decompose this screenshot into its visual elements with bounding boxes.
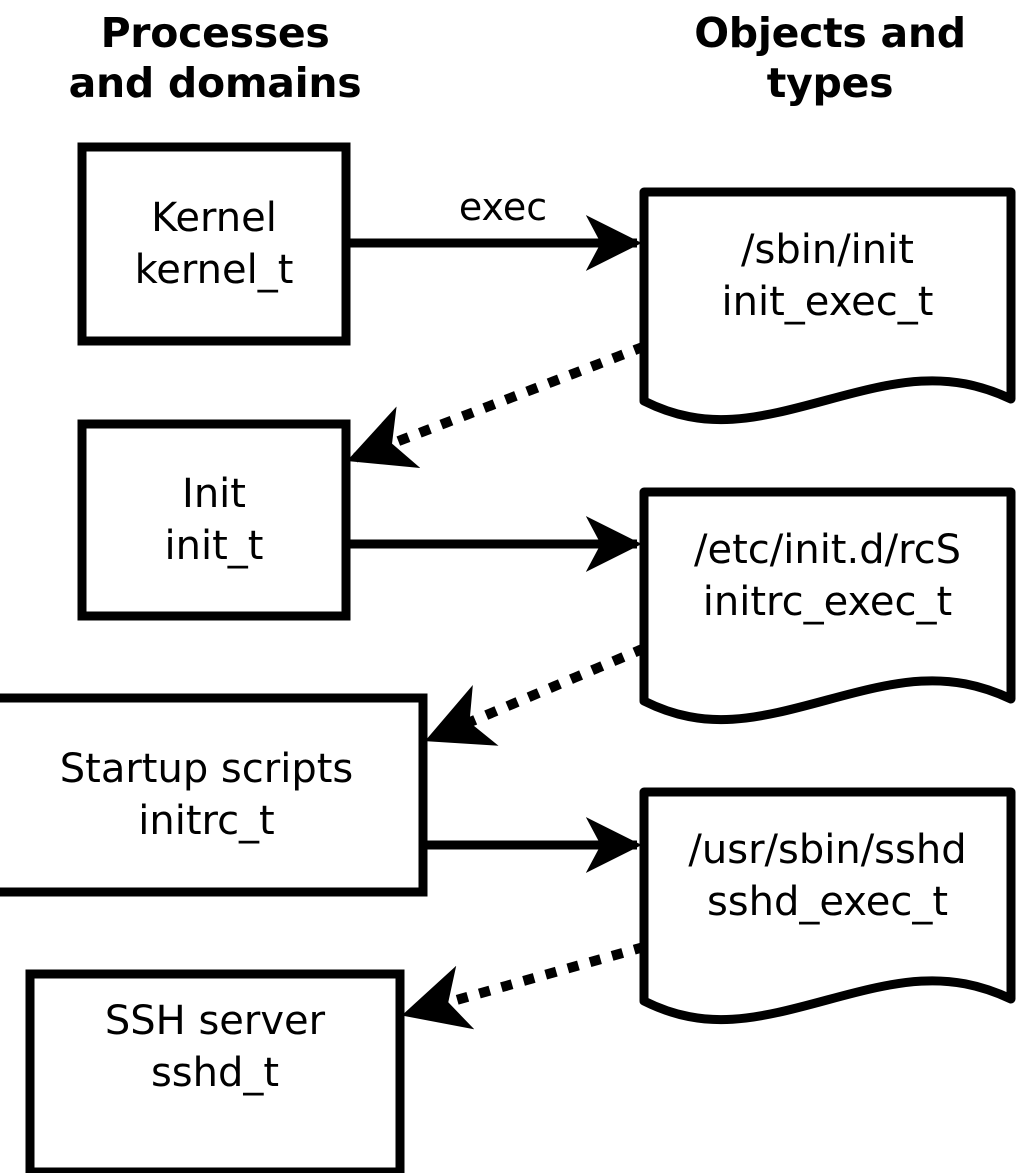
process-box-init[interactable] (77, 419, 351, 621)
process-title-kernel: Kernel (151, 195, 277, 241)
process-label-init: Init init_t (86, 428, 342, 612)
object-doc-initrc-exec[interactable] (639, 487, 1016, 725)
object-doc-sshd-exec[interactable] (639, 787, 1016, 1025)
process-title-initrc: Startup scripts (59, 746, 354, 792)
process-box-initrc[interactable] (0, 693, 428, 897)
object-path-initrc-exec: /etc/init.d/rcS (693, 527, 962, 573)
process-title-sshd: SSH server (104, 998, 326, 1044)
process-type-initrc: initrc_t (138, 798, 275, 844)
column-header-processes: Processes and domains (68, 9, 362, 107)
object-type-init-exec: init_exec_t (721, 279, 934, 325)
object-label-sshd-exec: /usr/sbin/sshd sshd_exec_t (648, 796, 1007, 956)
object-label-initrc-exec: /etc/init.d/rcS initrc_exec_t (648, 496, 1007, 656)
process-type-sshd: sshd_t (150, 1050, 280, 1096)
process-title-init: Init (182, 471, 246, 517)
object-label-init-exec: /sbin/init init_exec_t (648, 196, 1007, 356)
edge-init-exec-to-init (345, 341, 647, 469)
object-type-initrc-exec: initrc_exec_t (702, 579, 953, 625)
process-label-sshd: SSH server sshd_t (34, 978, 396, 1116)
object-path-sshd-exec: /usr/sbin/sshd (688, 827, 967, 873)
column-header-objects: Objects and types (694, 9, 966, 107)
process-label-kernel: Kernel kernel_t (86, 151, 342, 337)
edge-initrc-exec-to-initrc (423, 643, 647, 746)
process-box-sshd[interactable] (25, 969, 405, 1173)
object-type-sshd-exec: sshd_exec_t (706, 879, 949, 925)
object-path-init-exec: /sbin/init (741, 227, 914, 273)
process-type-kernel: kernel_t (134, 247, 294, 293)
process-label-initrc: Startup scripts initrc_t (0, 702, 419, 888)
edge-label-exec: exec (458, 185, 548, 229)
edge-sshd-exec-to-sshd (400, 941, 647, 1030)
object-doc-init-exec[interactable] (639, 187, 1016, 425)
process-type-init: init_t (164, 523, 264, 569)
